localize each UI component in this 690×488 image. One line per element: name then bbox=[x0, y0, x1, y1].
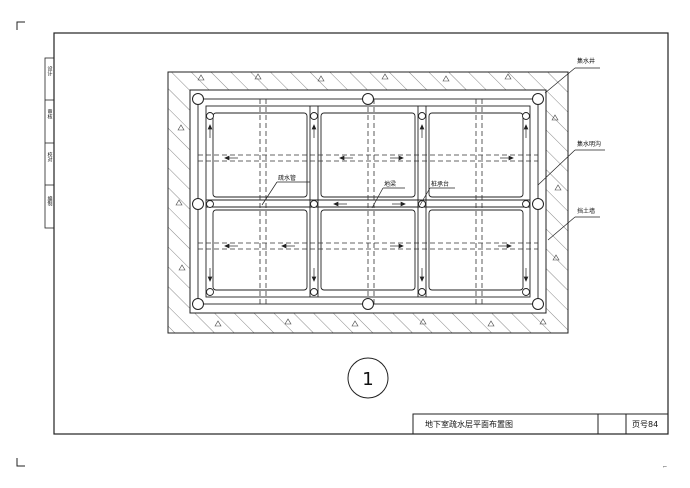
detail-number: 1 bbox=[362, 369, 373, 390]
title-block: 地下室疏水层平面布置图 页号84 bbox=[412, 413, 669, 435]
signature-strip: 设计 审核 校对 编制 bbox=[44, 57, 55, 229]
sump-wells bbox=[192, 93, 544, 310]
sheet-title: 地下室疏水层平面布置图 bbox=[425, 419, 513, 429]
side-label-check: 校对 bbox=[47, 151, 53, 162]
side-label-draft: 编制 bbox=[47, 195, 53, 207]
label-pile-cap: 桩承台 bbox=[431, 180, 449, 188]
side-label-design: 设计 bbox=[47, 65, 53, 77]
label-open-ditch: 集水明沟 bbox=[577, 140, 601, 148]
leader-lines bbox=[261, 67, 605, 241]
flow-arrows bbox=[207, 124, 529, 282]
label-drain-pipe: 疏水管 bbox=[278, 174, 296, 182]
corner-mark: ⌐ bbox=[663, 464, 667, 470]
callout-labels: 集水井 集水明沟 挡土墙 疏水管 地梁 桩承台 bbox=[278, 57, 601, 215]
drain-pipes bbox=[198, 99, 538, 304]
label-ditch: 地梁 bbox=[384, 180, 396, 188]
label-sump: 集水井 bbox=[577, 57, 595, 65]
piles bbox=[206, 112, 530, 296]
detail-marker: 1 bbox=[347, 357, 389, 399]
sheet-corner-marks bbox=[16, 21, 25, 467]
label-retaining-wall: 挡土墙 bbox=[577, 207, 595, 215]
drawing-frame bbox=[53, 32, 669, 435]
page-number: 页号84 bbox=[632, 420, 658, 429]
side-label-review: 审核 bbox=[47, 108, 53, 120]
